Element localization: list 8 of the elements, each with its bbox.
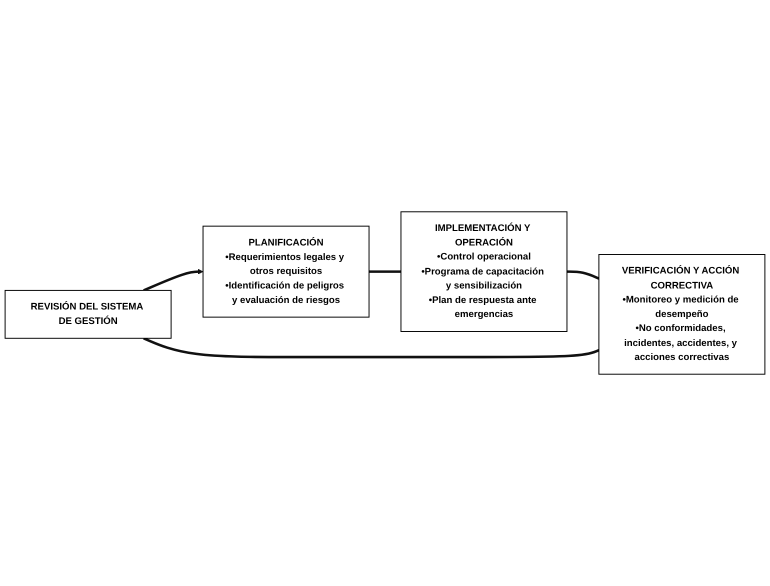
node-box: IMPLEMENTACIÓN Y OPERACIÓN •Control operacional •Programa de capacitación y sensibilización •Plan de respuesta ante emergencias xyxy=(400,211,568,332)
arrow xyxy=(143,268,204,292)
node-box: VERIFICACIÓN Y ACCIÓN CORRECTIVA •Monitoreo y medición de desempeño •No conformidades, incidentes, accidentes, y acciones correctivas xyxy=(598,254,766,375)
node-box: PLANIFICACIÓN •Requerimientos legales y otros requisitos •Identificación de peligros y evaluación de riesgos xyxy=(202,226,370,318)
connector xyxy=(143,337,600,358)
node-box: REVISIÓN DEL SISTEMA DE GESTIÓN xyxy=(4,290,172,339)
connector xyxy=(566,270,600,280)
connector xyxy=(369,270,401,273)
